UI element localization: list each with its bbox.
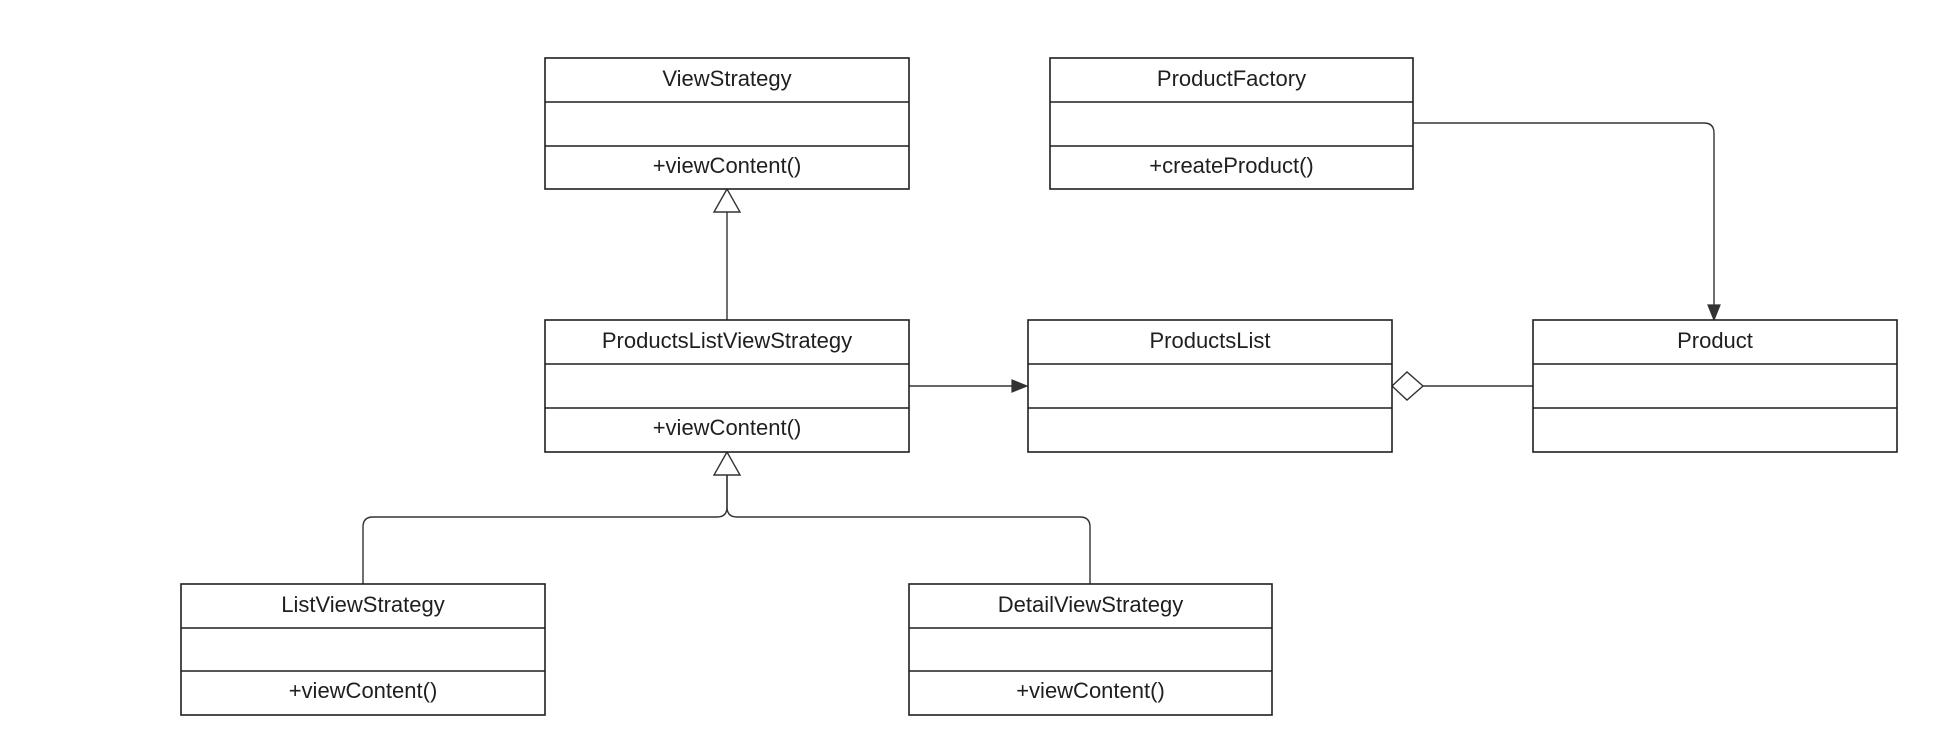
aggregation-product-to-productslist: [1390, 371, 1533, 401]
class-box: [544, 319, 910, 453]
class-box: [908, 583, 1273, 716]
class-name: ProductsList: [1149, 328, 1270, 353]
class-productslist[interactable]: ProductsList: [1027, 319, 1393, 453]
class-box: [1049, 57, 1414, 190]
class-productfactory[interactable]: ProductFactory +createProduct(): [1049, 57, 1414, 190]
class-name: DetailViewStrategy: [998, 592, 1183, 617]
class-box: [180, 583, 546, 716]
class-name: ProductsListViewStrategy: [602, 328, 852, 353]
class-operation: +viewContent(): [289, 678, 438, 703]
class-name: ProductFactory: [1157, 66, 1306, 91]
class-name: ListViewStrategy: [281, 592, 444, 617]
class-operation: +viewContent(): [653, 415, 802, 440]
generalization-arrowhead: [712, 450, 742, 476]
generalization-subclasses-to-productslistviewstrategy: [362, 450, 1091, 584]
association-arrowhead: [1011, 379, 1029, 393]
class-listviewstrategy[interactable]: ListViewStrategy +viewContent(): [180, 583, 546, 716]
class-product[interactable]: Product: [1532, 319, 1898, 453]
class-operation: +viewContent(): [653, 153, 802, 178]
generalization-edge-listviewstrategy: [362, 475, 728, 584]
generalization-arrowhead: [712, 187, 742, 213]
class-name: ViewStrategy: [662, 66, 791, 91]
class-box: [544, 57, 910, 190]
class-productslistviewstrategy[interactable]: ProductsListViewStrategy +viewContent(): [544, 319, 910, 453]
association-productslistviewstrategy-to-productslist: [909, 379, 1029, 393]
class-name: Product: [1677, 328, 1753, 353]
association-productfactory-to-product: [1413, 122, 1721, 322]
generalization-productslistviewstrategy-to-viewstrategy: [712, 187, 742, 320]
association-arrowhead: [1707, 304, 1721, 322]
class-detailviewstrategy[interactable]: DetailViewStrategy +viewContent(): [908, 583, 1273, 716]
generalization-edge-detailviewstrategy: [726, 475, 1091, 584]
class-box: [1027, 319, 1393, 453]
class-viewstrategy[interactable]: ViewStrategy +viewContent(): [544, 57, 910, 190]
class-box: [1532, 319, 1898, 453]
aggregation-diamond: [1390, 371, 1425, 401]
class-operation: +createProduct(): [1149, 153, 1313, 178]
class-operation: +viewContent(): [1016, 678, 1165, 703]
